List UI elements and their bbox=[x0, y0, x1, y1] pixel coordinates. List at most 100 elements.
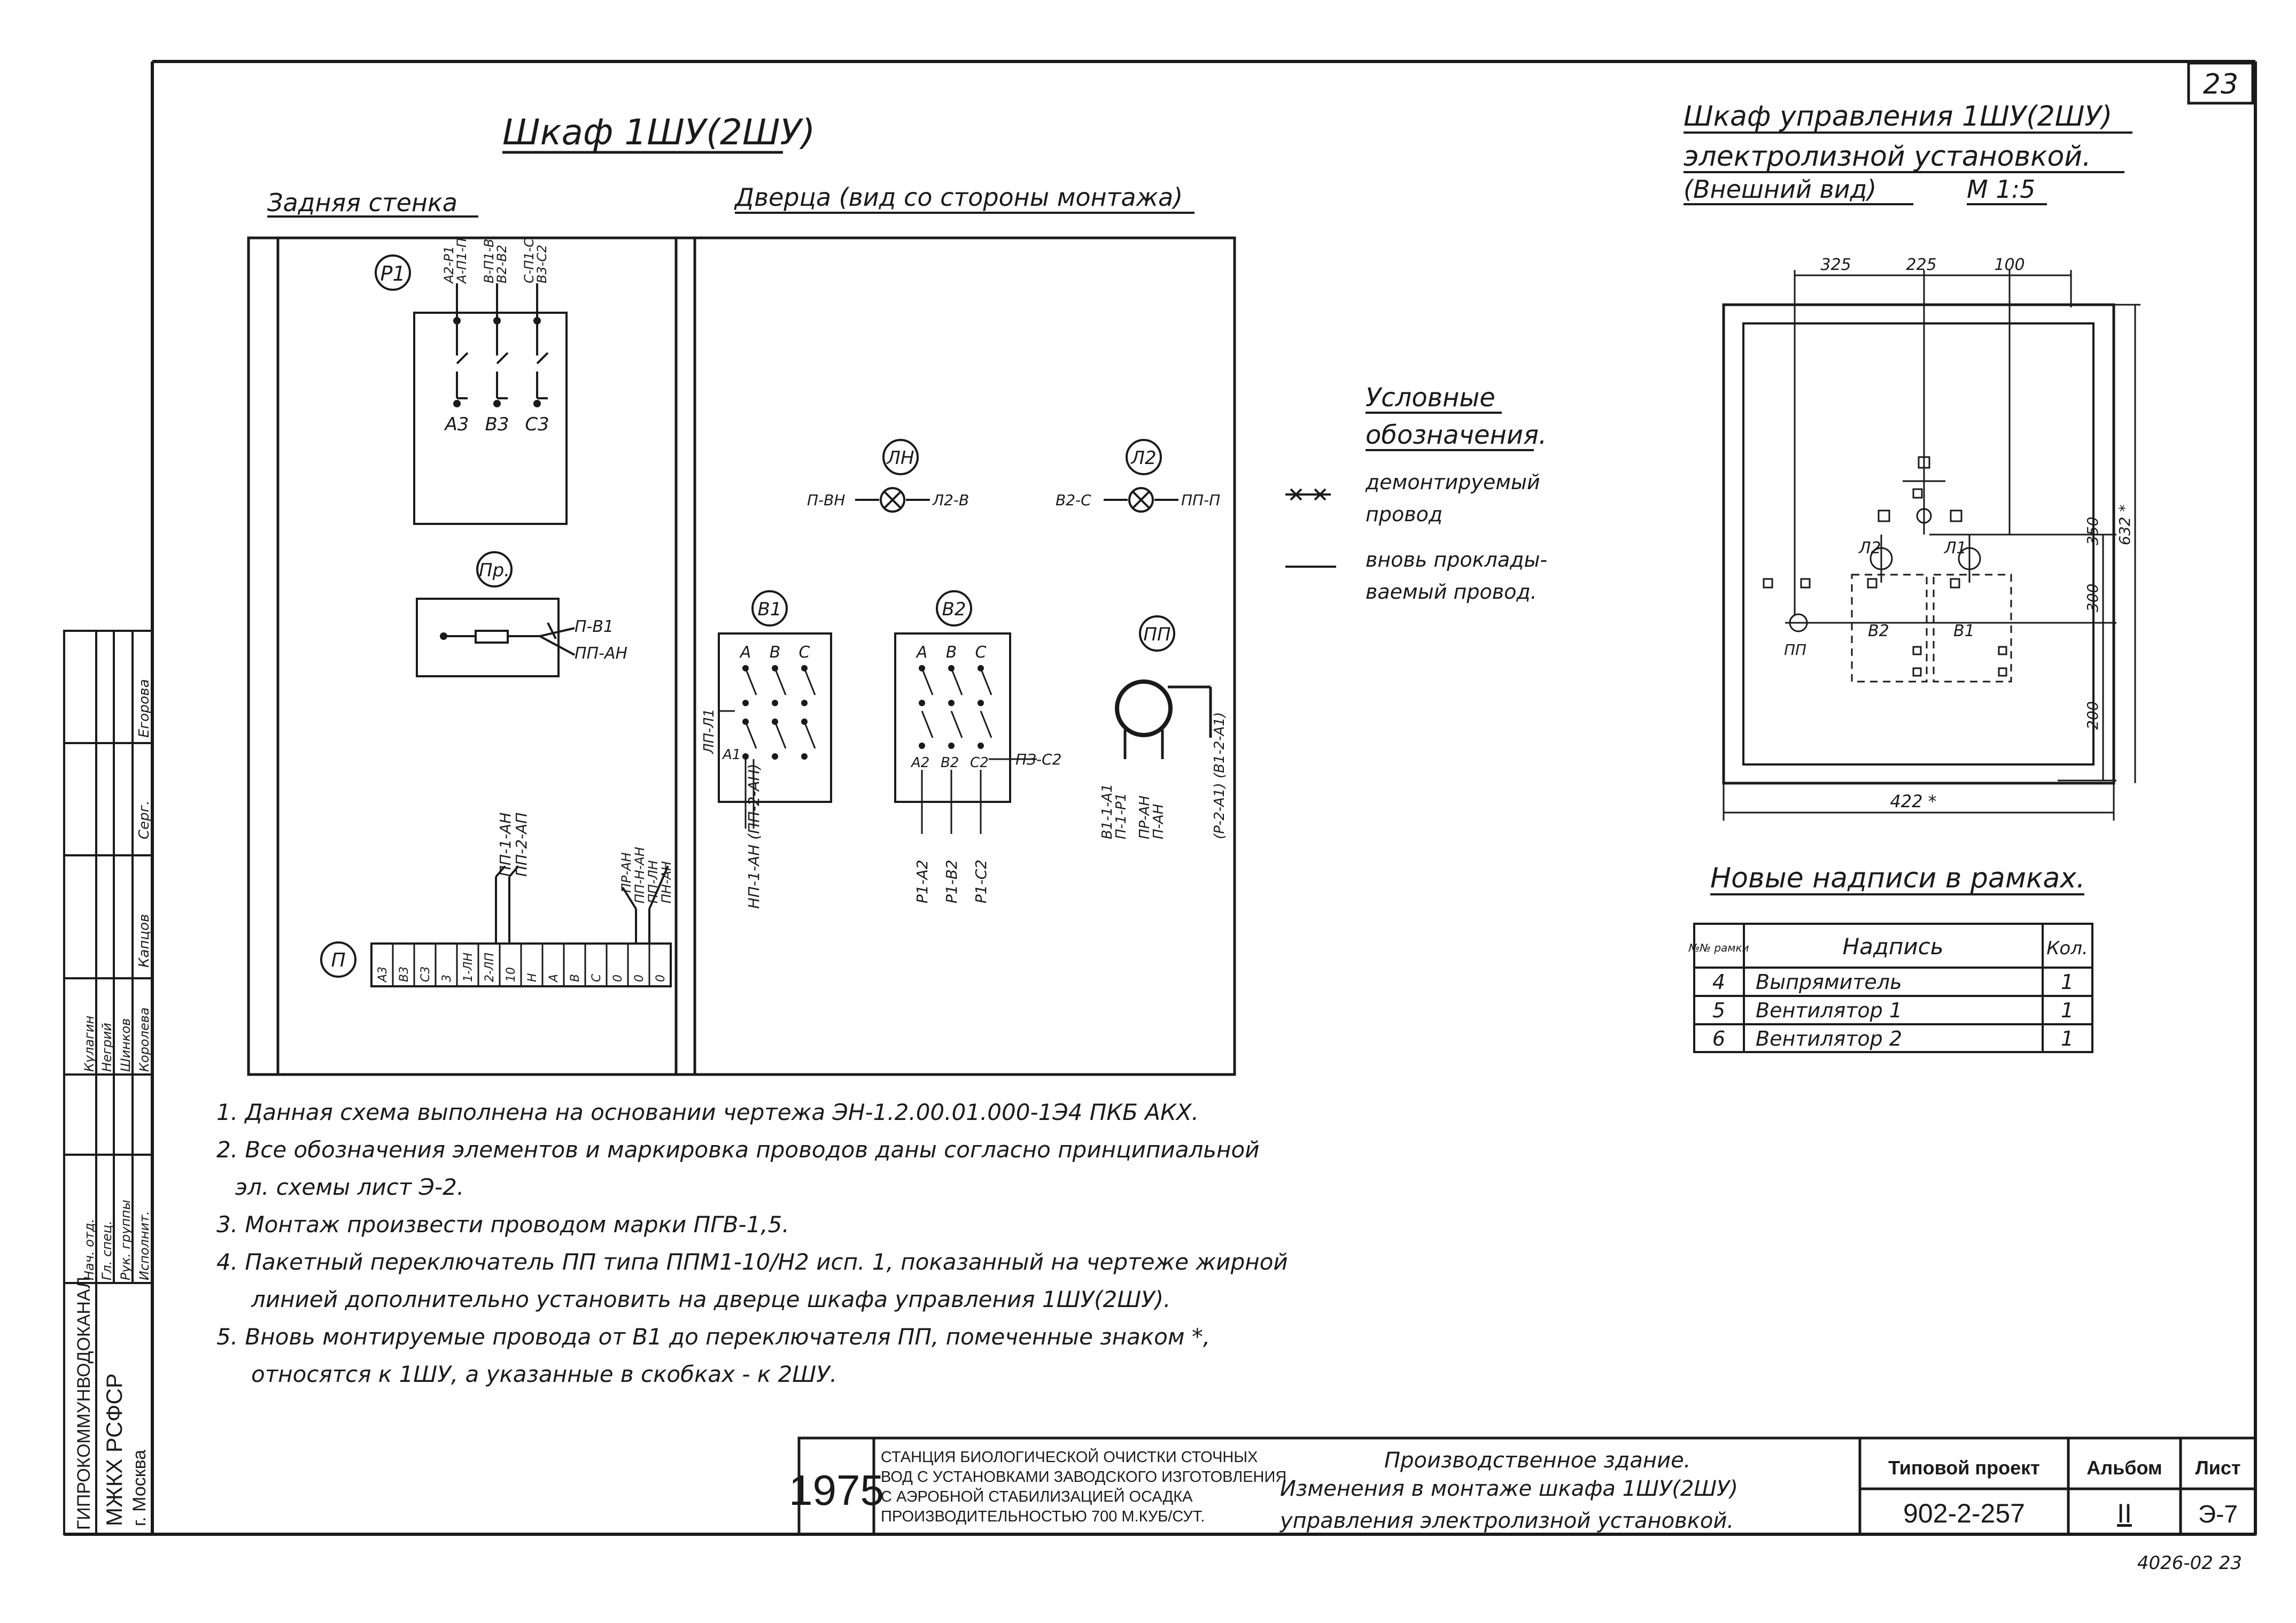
panel-label-pp: ПП bbox=[1784, 641, 1806, 659]
inscription-row-text: Вентилятор 1 bbox=[1756, 999, 1902, 1022]
p1-top-wire-2: А-П1-П bbox=[454, 238, 469, 284]
inscriptions-table: Новые надписи в рамках. №№ рамки Надпись… bbox=[1688, 862, 2093, 1053]
inscription-row-no: 4 bbox=[1712, 970, 1725, 994]
lamp-ln-right-wire: Л2-В bbox=[932, 491, 969, 509]
terminal-block-label: П bbox=[331, 949, 345, 971]
panel-view-title-3: (Внешний вид) bbox=[1684, 175, 1876, 204]
title-project-line3: С АЭРОБНОЙ СТАБИЛИЗАЦИЕЙ ОСАДКА bbox=[881, 1487, 1193, 1505]
packet-switch-pp: ПП В1-1-А1 П-1-Р1 ПР-АН П-АН (Р-2-А1) (В… bbox=[1099, 615, 1228, 839]
legend-item2-line2: ваемый провод. bbox=[1366, 580, 1537, 604]
inscription-row-qty: 1 bbox=[2061, 999, 2074, 1022]
dim-top-1: 325 bbox=[1820, 256, 1851, 274]
bottom-code: 4026-02 23 bbox=[2137, 1552, 2242, 1574]
p1-terminal-3: С3 bbox=[525, 414, 549, 435]
b2-phase-b: В bbox=[946, 643, 957, 662]
terminal-cell-label: Н bbox=[526, 973, 539, 982]
b1-phase-a: А bbox=[739, 643, 751, 662]
title-typical-label: Типовой проект bbox=[1888, 1457, 2040, 1479]
switch-b1: В1 А В С А1 ЛП-Л1 НП-1-АН (ПП-2-АН) bbox=[701, 590, 832, 909]
inscription-row-qty: 1 bbox=[2061, 1027, 2074, 1050]
main-title: Шкаф 1ШУ(2ШУ) bbox=[502, 112, 815, 153]
b2-bottom-wire-1: Р1-А2 bbox=[913, 860, 931, 903]
tb-right-wire-3: ПП-ЛН bbox=[646, 860, 661, 903]
dim-right-2: 300 bbox=[2084, 584, 2101, 612]
fuse-wire-1: П-В1 bbox=[575, 617, 614, 636]
cabinet-outline bbox=[247, 236, 1236, 1076]
legend-item1-line1: демонтируемый bbox=[1365, 470, 1540, 494]
side-stamp: ГИПРОКОММУНВОДОКАНАЛ МЖКХ РСФСР г. Москв… bbox=[63, 630, 153, 1535]
title-typical-value: 902-2-257 bbox=[1903, 1498, 2025, 1528]
breaker-p1: Р1 А2-Р1 А-П1-П В-П1-В В2-В2 С-П1-С В3-С… bbox=[375, 238, 568, 525]
title-project-line1: СТАНЦИЯ БИОЛОГИЧЕСКОЙ ОЧИСТКИ СТОЧНЫХ bbox=[881, 1448, 1258, 1466]
stamp-name-4: Королева bbox=[137, 1007, 152, 1072]
stamp-name-3: Шинков bbox=[118, 1018, 133, 1072]
legend-item1-line2: провод bbox=[1366, 503, 1442, 526]
tb-right-wire-1: ПР-АН bbox=[619, 852, 634, 893]
title-project-line2: ВОД С УСТАНОВКАМИ ЗАВОДСКОГО ИЗГОТОВЛЕНИ… bbox=[881, 1469, 1286, 1486]
p1-terminal-1: А3 bbox=[444, 414, 469, 435]
stamp-org-line2: МЖКХ РСФСР bbox=[102, 1373, 127, 1526]
tb-wire-1: ПП-1-АН bbox=[497, 813, 514, 877]
legend: Условные обозначения. демонтируемый пров… bbox=[1285, 383, 1547, 604]
panel-view-scale: М 1:5 bbox=[1967, 175, 2035, 204]
pp-label: ПП bbox=[1143, 624, 1170, 645]
title-sheet-line1: Производственное здание. bbox=[1384, 1448, 1690, 1473]
inscriptions-header-qty: Кол. bbox=[2046, 938, 2088, 959]
b1-inner-label: А1 bbox=[722, 747, 741, 763]
terminal-cell-label: А bbox=[547, 974, 561, 983]
inscriptions-title: Новые надписи в рамках. bbox=[1710, 862, 2085, 894]
switch-b2-label: В2 bbox=[942, 599, 966, 620]
pp-wire-4: П-АН bbox=[1151, 804, 1167, 839]
legend-title-2: обозначения. bbox=[1366, 420, 1547, 450]
terminal-cell-label: В bbox=[569, 974, 582, 982]
terminal-cell-label: С bbox=[590, 973, 603, 982]
inscriptions-header-text: Надпись bbox=[1843, 933, 1944, 960]
note-line-8: относятся к 1ШУ, а указанные в скобках -… bbox=[251, 1361, 837, 1387]
inscription-row-text: Выпрямитель bbox=[1756, 970, 1902, 994]
dim-right-1: 350 bbox=[2084, 517, 2101, 545]
legend-item2-line1: вновь проклады- bbox=[1366, 548, 1547, 571]
stamp-org-line1: ГИПРОКОММУНВОДОКАНАЛ bbox=[74, 1277, 94, 1530]
lamp-ln-label: ЛН bbox=[886, 447, 914, 469]
stamp-name-1: Кулагин bbox=[82, 1016, 97, 1072]
p1-top-wire-5: С-П1-С bbox=[522, 238, 537, 283]
pp-wire-1: В1-1-А1 bbox=[1099, 784, 1115, 839]
tb-wire-2: ПП-2-АП bbox=[513, 813, 530, 877]
note-line-7: 5. Вновь монтируемые провода от В1 до пе… bbox=[216, 1324, 1210, 1350]
b1-phase-c: С bbox=[799, 643, 810, 662]
title-sheet-label: Лист bbox=[2195, 1457, 2240, 1479]
p1-top-wire-6: В3-С2 bbox=[534, 245, 549, 283]
sheet-number-box bbox=[2187, 61, 2254, 105]
dim-top-2: 225 bbox=[1906, 256, 1936, 274]
legend-title-1: Условные bbox=[1366, 383, 1495, 413]
stamp-role-4: Исполнит. bbox=[137, 1211, 152, 1280]
b2-phase-c: С bbox=[975, 643, 987, 662]
terminal-cell-label: 0 bbox=[611, 975, 625, 982]
panel-label-l2: Л2 bbox=[1858, 539, 1881, 558]
b1-side-wire: ЛП-Л1 bbox=[701, 708, 717, 754]
b2-inner-label-3: С2 bbox=[970, 755, 989, 771]
switch-b2: В2 А В С А2 В2 С2 ПЗ-С2 Р1-А2 Р1-В2 Р1-С… bbox=[894, 590, 1061, 903]
lamp-ln-left-wire: П-ВН bbox=[807, 491, 845, 509]
panel-label-b1: В1 bbox=[1953, 622, 1975, 640]
terminal-cell-label: 2-ЛП bbox=[483, 953, 497, 982]
fuse-pr: Пр. П-В1 ПП-АН bbox=[416, 551, 627, 677]
lamp-ln: ЛН П-ВН Л2-В bbox=[807, 439, 969, 513]
b2-bottom-wire-3: Р1-С2 bbox=[972, 860, 990, 903]
b1-phase-b: В bbox=[770, 643, 781, 662]
inscription-row-no: 5 bbox=[1712, 999, 1725, 1022]
breaker-p1-label: Р1 bbox=[380, 262, 405, 285]
dim-right-3: 200 bbox=[2084, 701, 2101, 730]
stamp-top-name-1: Егорова bbox=[136, 679, 152, 738]
fuse-wire-2: ПП-АН bbox=[575, 644, 627, 663]
b2-phase-a: А bbox=[916, 643, 928, 662]
inscription-row-text: Вентилятор 2 bbox=[1756, 1027, 1902, 1050]
p1-top-wire-3: В-П1-В bbox=[482, 238, 497, 283]
panel-view: Шкаф управления 1ШУ(2ШУ) электролизной у… bbox=[1684, 101, 2140, 821]
fuse-pr-label: Пр. bbox=[479, 560, 510, 581]
note-line-4: 3. Монтаж произвести проводом марки ПГВ-… bbox=[216, 1211, 789, 1238]
p1-top-wire-4: В2-В2 bbox=[494, 245, 509, 283]
title-sheet-line2: Изменения в монтаже шкафа 1ШУ(2ШУ) bbox=[1280, 1477, 1738, 1501]
sheet-number: 23 bbox=[2203, 68, 2238, 101]
